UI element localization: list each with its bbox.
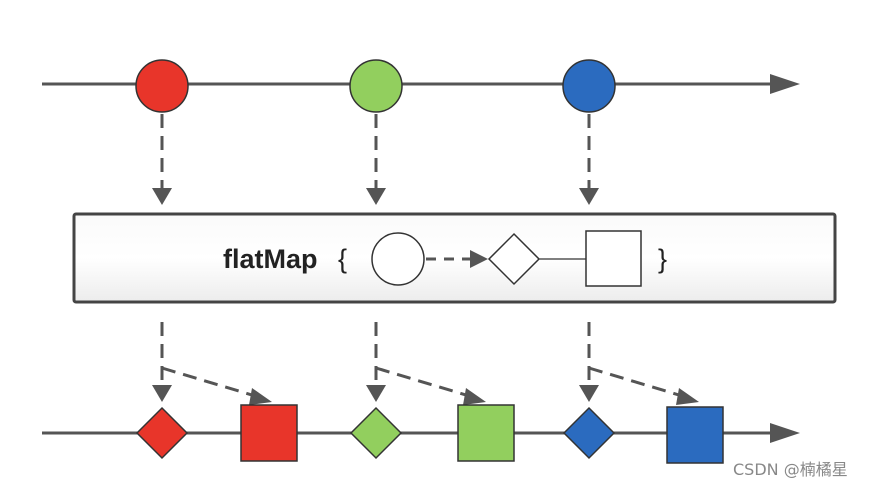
operator-open-brace: {	[338, 244, 347, 274]
source-marble-red	[135, 59, 189, 113]
output-diamond-red	[135, 406, 189, 460]
output-arrowhead-green-down	[366, 385, 386, 402]
output-arrowhead-red-down	[152, 385, 172, 402]
operator-inner-arrowhead	[470, 250, 488, 268]
source-timeline-arrowhead	[770, 74, 800, 94]
operator-label: flatMap	[223, 244, 318, 274]
output-arrow-green-diag	[375, 366, 477, 400]
operator-close-brace: }	[658, 244, 667, 274]
output-arrows	[160, 322, 690, 400]
output-arrowhead-red-diag	[249, 388, 272, 405]
output-diamond-blue	[562, 406, 616, 460]
output-square-red	[240, 404, 298, 462]
output-arrowhead-blue-diag	[676, 388, 699, 405]
output-arrowhead-blue-down	[579, 385, 599, 402]
input-arrows	[160, 114, 591, 198]
output-arrow-blue-diag	[588, 366, 690, 400]
output-timeline-arrowhead	[770, 423, 800, 443]
input-arrowhead-blue	[579, 188, 599, 205]
operator-diamond-icon	[487, 232, 541, 286]
operator-box: flatMap { }	[72, 212, 837, 304]
operator-square-icon	[585, 230, 642, 287]
output-arrowhead-green-diag	[463, 388, 486, 405]
output-square-blue	[666, 406, 724, 464]
output-diamond-green	[349, 406, 403, 460]
watermark-text: CSDN @楠橘星	[733, 460, 848, 479]
operator-input-circle-icon	[371, 232, 425, 286]
source-marble-green	[349, 59, 403, 113]
input-arrowhead-green	[366, 188, 386, 205]
input-arrowhead-red	[152, 188, 172, 205]
source-marble-blue	[562, 59, 616, 113]
output-square-green	[457, 404, 515, 462]
output-arrow-red-diag	[161, 366, 263, 400]
